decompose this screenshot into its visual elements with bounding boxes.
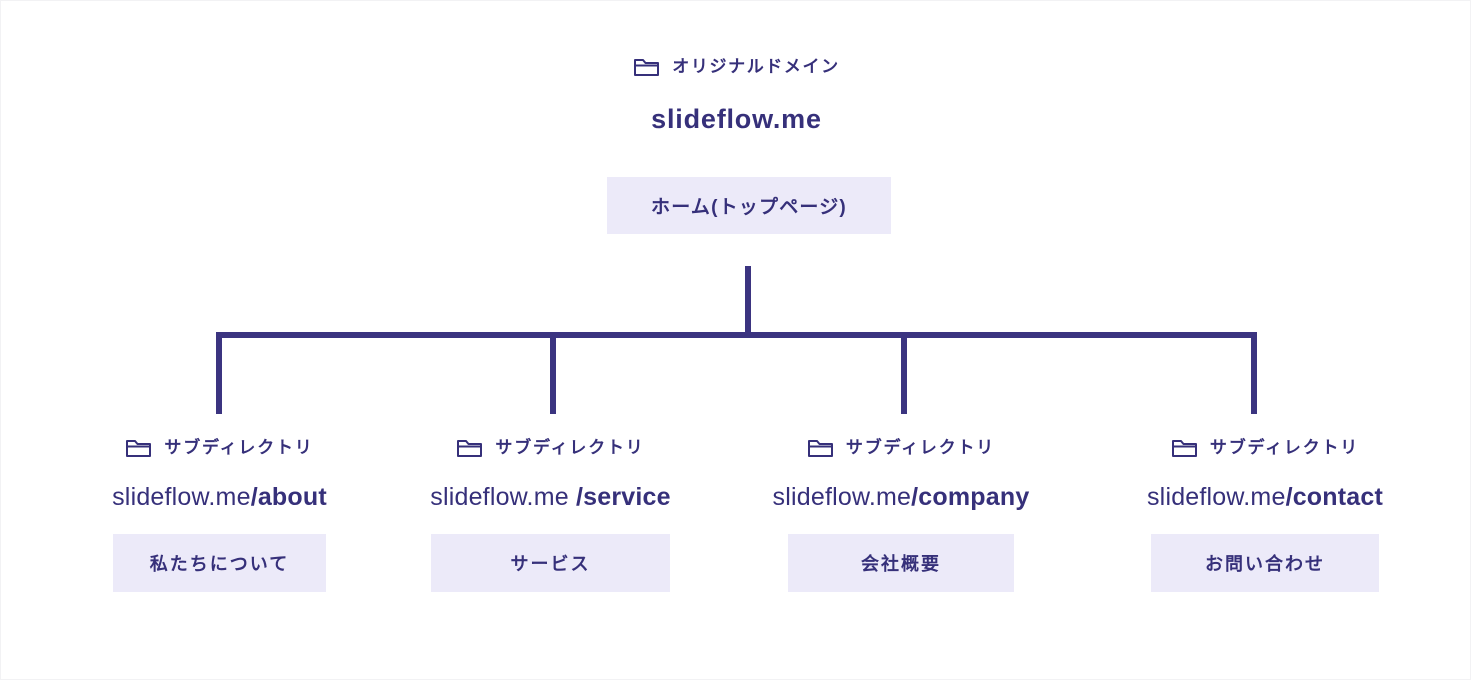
- subdirectory-caption-label: サブディレクトリ: [164, 438, 314, 457]
- subdirectory-node-company: サブディレクトリ slideflow.me/company 会社概要: [713, 437, 1089, 592]
- subdirectory-node-service: サブディレクトリ slideflow.me /service サービス: [373, 437, 728, 592]
- url-domain: slideflow.me: [112, 483, 251, 511]
- subdirectory-label-box[interactable]: 私たちについて: [113, 534, 326, 592]
- url-domain: slideflow.me: [1146, 483, 1286, 511]
- subdirectory-label: お問い合わせ: [1205, 554, 1325, 574]
- root-caption-label: オリジナルドメイン: [672, 57, 840, 76]
- connector-drop-4: [1251, 332, 1257, 414]
- url-domain: slideflow.me: [430, 483, 576, 511]
- subdirectory-label: 会社概要: [861, 554, 941, 574]
- connector-drop-2: [550, 332, 556, 414]
- connector-drop-1: [216, 332, 222, 414]
- subdirectory-caption-label: サブディレクトリ: [845, 438, 996, 457]
- root-caption: オリジナルドメイン: [633, 56, 839, 77]
- folder-icon: [807, 437, 834, 458]
- subdirectory-caption: サブディレクトリ: [1171, 437, 1359, 458]
- subdirectory-caption-label: サブディレクトリ: [1209, 438, 1360, 457]
- subdirectory-url: slideflow.me/contact: [1071, 485, 1459, 510]
- subdirectory-label: 私たちについて: [149, 554, 290, 574]
- subdirectory-label-box[interactable]: サービス: [431, 534, 670, 592]
- folder-icon: [1171, 437, 1198, 458]
- home-page-label: ホーム(トップページ): [651, 197, 847, 218]
- root-domain-title: slideflow.me: [651, 104, 822, 134]
- url-path: /about: [250, 483, 327, 511]
- subdirectory-row: サブディレクトリ slideflow.me/about 私たちについて サブディ…: [1, 437, 1470, 617]
- subdirectory-label-box[interactable]: お問い合わせ: [1151, 534, 1379, 592]
- home-page-box[interactable]: ホーム(トップページ): [607, 177, 891, 234]
- subdirectory-url: slideflow.me/company: [713, 485, 1089, 510]
- folder-icon: [456, 437, 483, 458]
- folder-icon: [125, 437, 152, 458]
- subdirectory-url: slideflow.me /service: [373, 485, 728, 510]
- subdirectory-label-box[interactable]: 会社概要: [788, 534, 1014, 592]
- subdirectory-node-contact: サブディレクトリ slideflow.me/contact お問い合わせ: [1071, 437, 1459, 592]
- connector-horizontal: [216, 332, 1257, 338]
- connector-stem: [745, 266, 751, 338]
- subdirectory-url: slideflow.me/about: [43, 485, 396, 510]
- subdirectory-caption: サブディレクトリ: [456, 437, 644, 458]
- subdirectory-caption: サブディレクトリ: [807, 437, 995, 458]
- url-path: /contact: [1285, 483, 1384, 511]
- url-path: /company: [911, 483, 1030, 511]
- url-domain: slideflow.me: [772, 483, 912, 511]
- subdirectory-node-about: サブディレクトリ slideflow.me/about 私たちについて: [43, 437, 396, 592]
- connector-drop-3: [901, 332, 907, 414]
- subdirectory-caption-label: サブディレクトリ: [495, 438, 645, 457]
- subdirectory-label: サービス: [510, 554, 591, 574]
- root-domain-node: オリジナルドメイン slideflow.me: [1, 56, 1470, 134]
- folder-icon: [633, 56, 660, 77]
- url-path: /service: [575, 483, 671, 511]
- subdirectory-caption: サブディレクトリ: [125, 437, 313, 458]
